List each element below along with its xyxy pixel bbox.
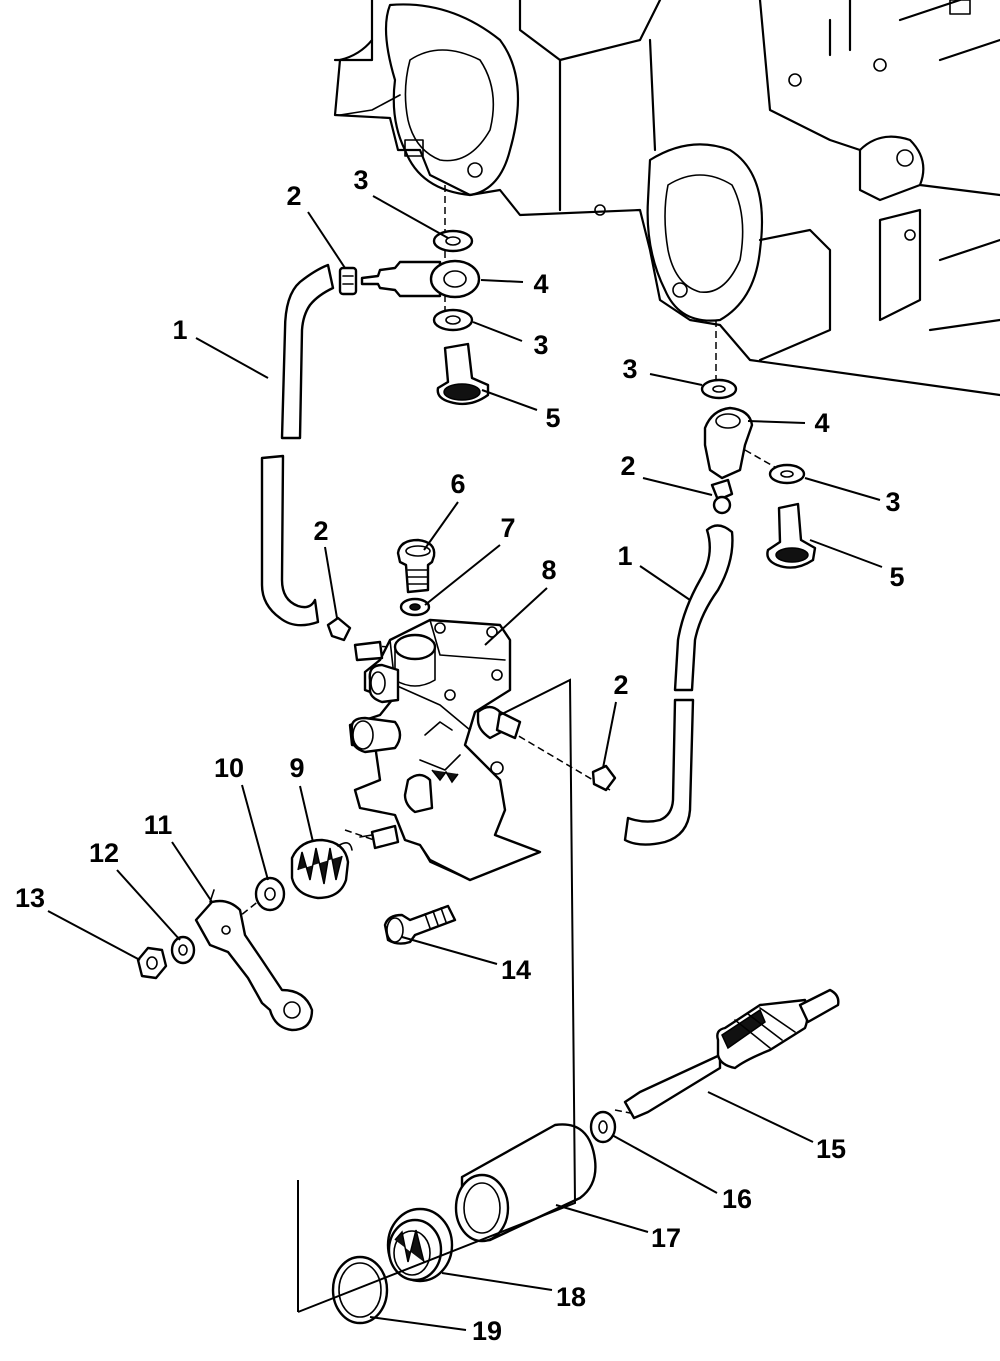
banjo-fittings [360,259,754,480]
callout-11: 11 [144,810,173,840]
spacer-washer [254,876,286,912]
pump-fittings [353,640,522,740]
drain-plug [396,538,436,617]
callout-17: 17 [651,1223,681,1253]
leader-lines [47,195,883,1331]
detail-bracket [297,678,577,1313]
o-ring [331,1255,389,1325]
fuel-hose-right [623,524,734,846]
callout-3a: 3 [353,165,368,195]
callout-13: 13 [15,883,45,913]
fuel-hose-left [260,263,335,627]
callout-5a: 5 [545,403,560,433]
drive-gear-shaft [623,988,840,1120]
lock-washer-and-nut [136,935,196,980]
oil-seal [386,1207,454,1283]
callout-10: 10 [214,753,244,783]
control-lever [194,889,314,1032]
callout-2a: 2 [286,181,301,211]
thrust-washer [589,1110,617,1144]
callout-5b: 5 [889,562,904,592]
callout-1a: 1 [172,315,187,345]
callout-14: 14 [501,955,531,985]
callout-9: 9 [289,753,304,783]
callout-2c: 2 [620,451,635,481]
callout-2b: 2 [313,516,328,546]
callout-3c: 3 [622,354,637,384]
callout-19: 19 [472,1316,502,1346]
banjo-bolts [436,342,817,569]
callout-labels: 1 1 2 2 2 2 3 3 3 3 4 4 5 5 6 7 8 9 10 1… [15,165,905,1346]
callout-7: 7 [500,513,515,543]
callout-4b: 4 [814,408,829,438]
callout-2d: 2 [613,670,628,700]
callout-6: 6 [450,469,465,499]
callout-15: 15 [816,1134,846,1164]
mounting-bolt [383,904,457,945]
callout-12: 12 [89,838,119,868]
callout-8: 8 [541,555,556,585]
callout-16: 16 [722,1184,752,1214]
hose-clamps [326,266,734,792]
return-spring [290,838,353,900]
engine-block [333,0,1000,397]
callout-1b: 1 [617,541,632,571]
callout-3b: 3 [533,330,548,360]
callout-18: 18 [556,1282,586,1312]
callout-3d: 3 [885,487,900,517]
shaft-sleeve [454,1123,597,1243]
callout-4a: 4 [533,269,548,299]
